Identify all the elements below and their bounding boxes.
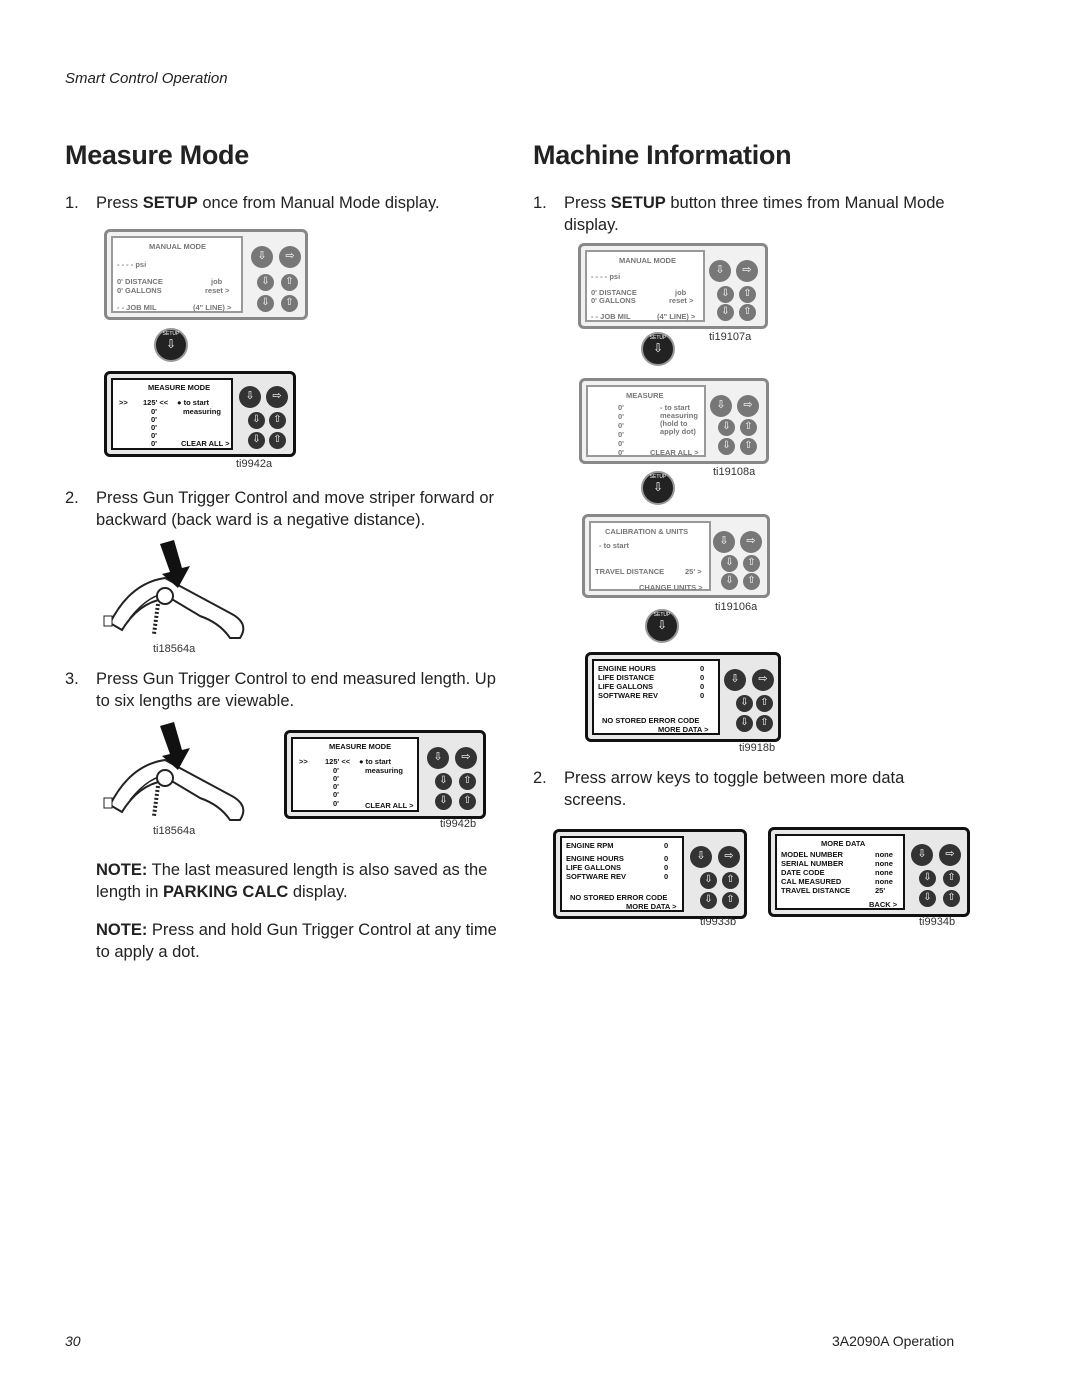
manual-mode-screen: MANUAL MODE - - - - psi 0' DISTANCE job … — [111, 236, 243, 313]
figure-caption: ti19107a — [709, 331, 752, 343]
setup-button[interactable]: ⇩ — [251, 246, 273, 268]
document-id: 3A2090A Operation — [832, 1333, 955, 1349]
figure-caption: ti19108a — [713, 466, 756, 478]
figure-caption: ti9934b — [919, 916, 956, 928]
note-parking-calc: NOTE: The last measured length is also s… — [96, 861, 488, 901]
up-arrow-button[interactable]: ⇧ — [459, 793, 476, 810]
up-arrow-button[interactable]: ⇧ — [739, 304, 756, 321]
setup-key-icon: SETUP⇩ — [154, 328, 188, 362]
down-arrow-button[interactable]: ⇩ — [248, 412, 265, 429]
mode-button[interactable]: ⇨ — [718, 846, 740, 868]
up-arrow-button[interactable]: ⇧ — [269, 412, 286, 429]
calibration-units-panel: CALIBRATION & UNITS - to start TRAVEL DI… — [582, 514, 770, 598]
setup-button[interactable]: ⇩ — [710, 395, 732, 417]
down-arrow-button[interactable]: ⇩ — [919, 870, 936, 887]
measure-mode-screen: MEASURE MODE >> 125' << ● to start measu… — [291, 737, 419, 812]
down-arrow-button[interactable]: ⇩ — [717, 304, 734, 321]
calibration-screen: CALIBRATION & UNITS - to start TRAVEL DI… — [589, 521, 711, 592]
mode-button[interactable]: ⇨ — [939, 844, 961, 866]
down-arrow-button[interactable]: ⇩ — [736, 695, 753, 712]
up-arrow-button[interactable]: ⇧ — [756, 715, 773, 732]
down-arrow-button[interactable]: ⇩ — [700, 872, 717, 889]
mode-button[interactable]: ⇨ — [740, 531, 762, 553]
setup-button[interactable]: ⇩ — [724, 669, 746, 691]
mode-button[interactable]: ⇨ — [737, 395, 759, 417]
up-arrow-button[interactable]: ⇧ — [281, 295, 298, 312]
machine-information-title: Machine Information — [533, 140, 792, 170]
up-arrow-button[interactable]: ⇧ — [943, 870, 960, 887]
up-arrow-button[interactable]: ⇧ — [722, 872, 739, 889]
measure-mode-panel: MEASURE MODE >> 125' << ● to start measu… — [284, 730, 486, 819]
down-arrow-button[interactable]: ⇩ — [736, 715, 753, 732]
up-arrow-button[interactable]: ⇧ — [756, 695, 773, 712]
measure-mode-panel: MEASURE MODE >> 125' << ● to start measu… — [104, 371, 296, 457]
setup-button[interactable]: ⇩ — [709, 260, 731, 282]
down-arrow-button[interactable]: ⇩ — [717, 286, 734, 303]
figure-caption: ti18564a — [153, 643, 196, 655]
setup-key-icon: SETUP⇩ — [645, 609, 679, 643]
note-apply-dot: NOTE: Press and hold Gun Trigger Control… — [96, 921, 497, 961]
up-arrow-button[interactable]: ⇧ — [722, 892, 739, 909]
figure-caption: ti9933b — [700, 916, 737, 928]
down-arrow-button[interactable]: ⇩ — [718, 438, 735, 455]
figure-caption: ti9918b — [739, 742, 776, 754]
up-arrow-button[interactable]: ⇧ — [281, 274, 298, 291]
mode-button[interactable]: ⇨ — [752, 669, 774, 691]
down-arrow-button[interactable]: ⇩ — [257, 295, 274, 312]
up-arrow-button[interactable]: ⇧ — [459, 773, 476, 790]
down-arrow-button[interactable]: ⇩ — [435, 773, 452, 790]
up-arrow-button[interactable]: ⇧ — [740, 419, 757, 436]
down-arrow-button[interactable]: ⇩ — [721, 555, 738, 572]
measure-screen: MEASURE 0' 0' 0' 0' 0' 0' - to start mea… — [586, 385, 706, 457]
up-arrow-button[interactable]: ⇧ — [269, 432, 286, 449]
up-arrow-button[interactable]: ⇧ — [943, 890, 960, 907]
setup-button[interactable]: ⇩ — [239, 386, 261, 408]
setup-key-icon: SETUP⇩ — [641, 332, 675, 366]
down-arrow-button[interactable]: ⇩ — [919, 890, 936, 907]
mode-button[interactable]: ⇨ — [736, 260, 758, 282]
down-arrow-button[interactable]: ⇩ — [257, 274, 274, 291]
setup-button[interactable]: ⇩ — [690, 846, 712, 868]
measure-panel: MEASURE 0' 0' 0' 0' 0' 0' - to start mea… — [579, 378, 769, 464]
figure-caption: ti18564a — [153, 825, 196, 837]
up-arrow-button[interactable]: ⇧ — [743, 573, 760, 590]
mode-button[interactable]: ⇨ — [455, 747, 477, 769]
gun-trigger-illustration — [103, 540, 245, 639]
figure-caption: ti9942b — [440, 818, 477, 830]
setup-button[interactable]: ⇩ — [713, 531, 735, 553]
down-arrow-button[interactable]: ⇩ — [700, 892, 717, 909]
measure-mode-screen: MEASURE MODE >> 125' << ● to start measu… — [111, 378, 233, 450]
figure-caption: ti9942a — [236, 458, 273, 470]
down-arrow-button[interactable]: ⇩ — [435, 793, 452, 810]
setup-button[interactable]: ⇩ — [911, 844, 933, 866]
manual-mode-panel: MANUAL MODE - - - - psi 0' DISTANCE job … — [104, 229, 308, 320]
mode-button[interactable]: ⇨ — [266, 386, 288, 408]
down-arrow-button[interactable]: ⇩ — [718, 419, 735, 436]
measure-mode-title: Measure Mode — [65, 140, 249, 170]
manual-mode-screen: MANUAL MODE - - - - psi 0' DISTANCE job … — [585, 250, 705, 322]
setup-button[interactable]: ⇩ — [427, 747, 449, 769]
gun-trigger-illustration — [103, 722, 245, 821]
manual-mode-panel: MANUAL MODE - - - - psi 0' DISTANCE job … — [578, 243, 768, 329]
figure-caption: ti19106a — [715, 601, 758, 613]
mode-button[interactable]: ⇨ — [279, 246, 301, 268]
section-header: Smart Control Operation — [65, 70, 228, 87]
up-arrow-button[interactable]: ⇧ — [743, 555, 760, 572]
page-number: 30 — [65, 1333, 81, 1349]
down-arrow-button[interactable]: ⇩ — [721, 573, 738, 590]
down-arrow-button[interactable]: ⇩ — [248, 432, 265, 449]
setup-key-icon: SETUP⇩ — [641, 471, 675, 505]
up-arrow-button[interactable]: ⇧ — [739, 286, 756, 303]
up-arrow-button[interactable]: ⇧ — [740, 438, 757, 455]
